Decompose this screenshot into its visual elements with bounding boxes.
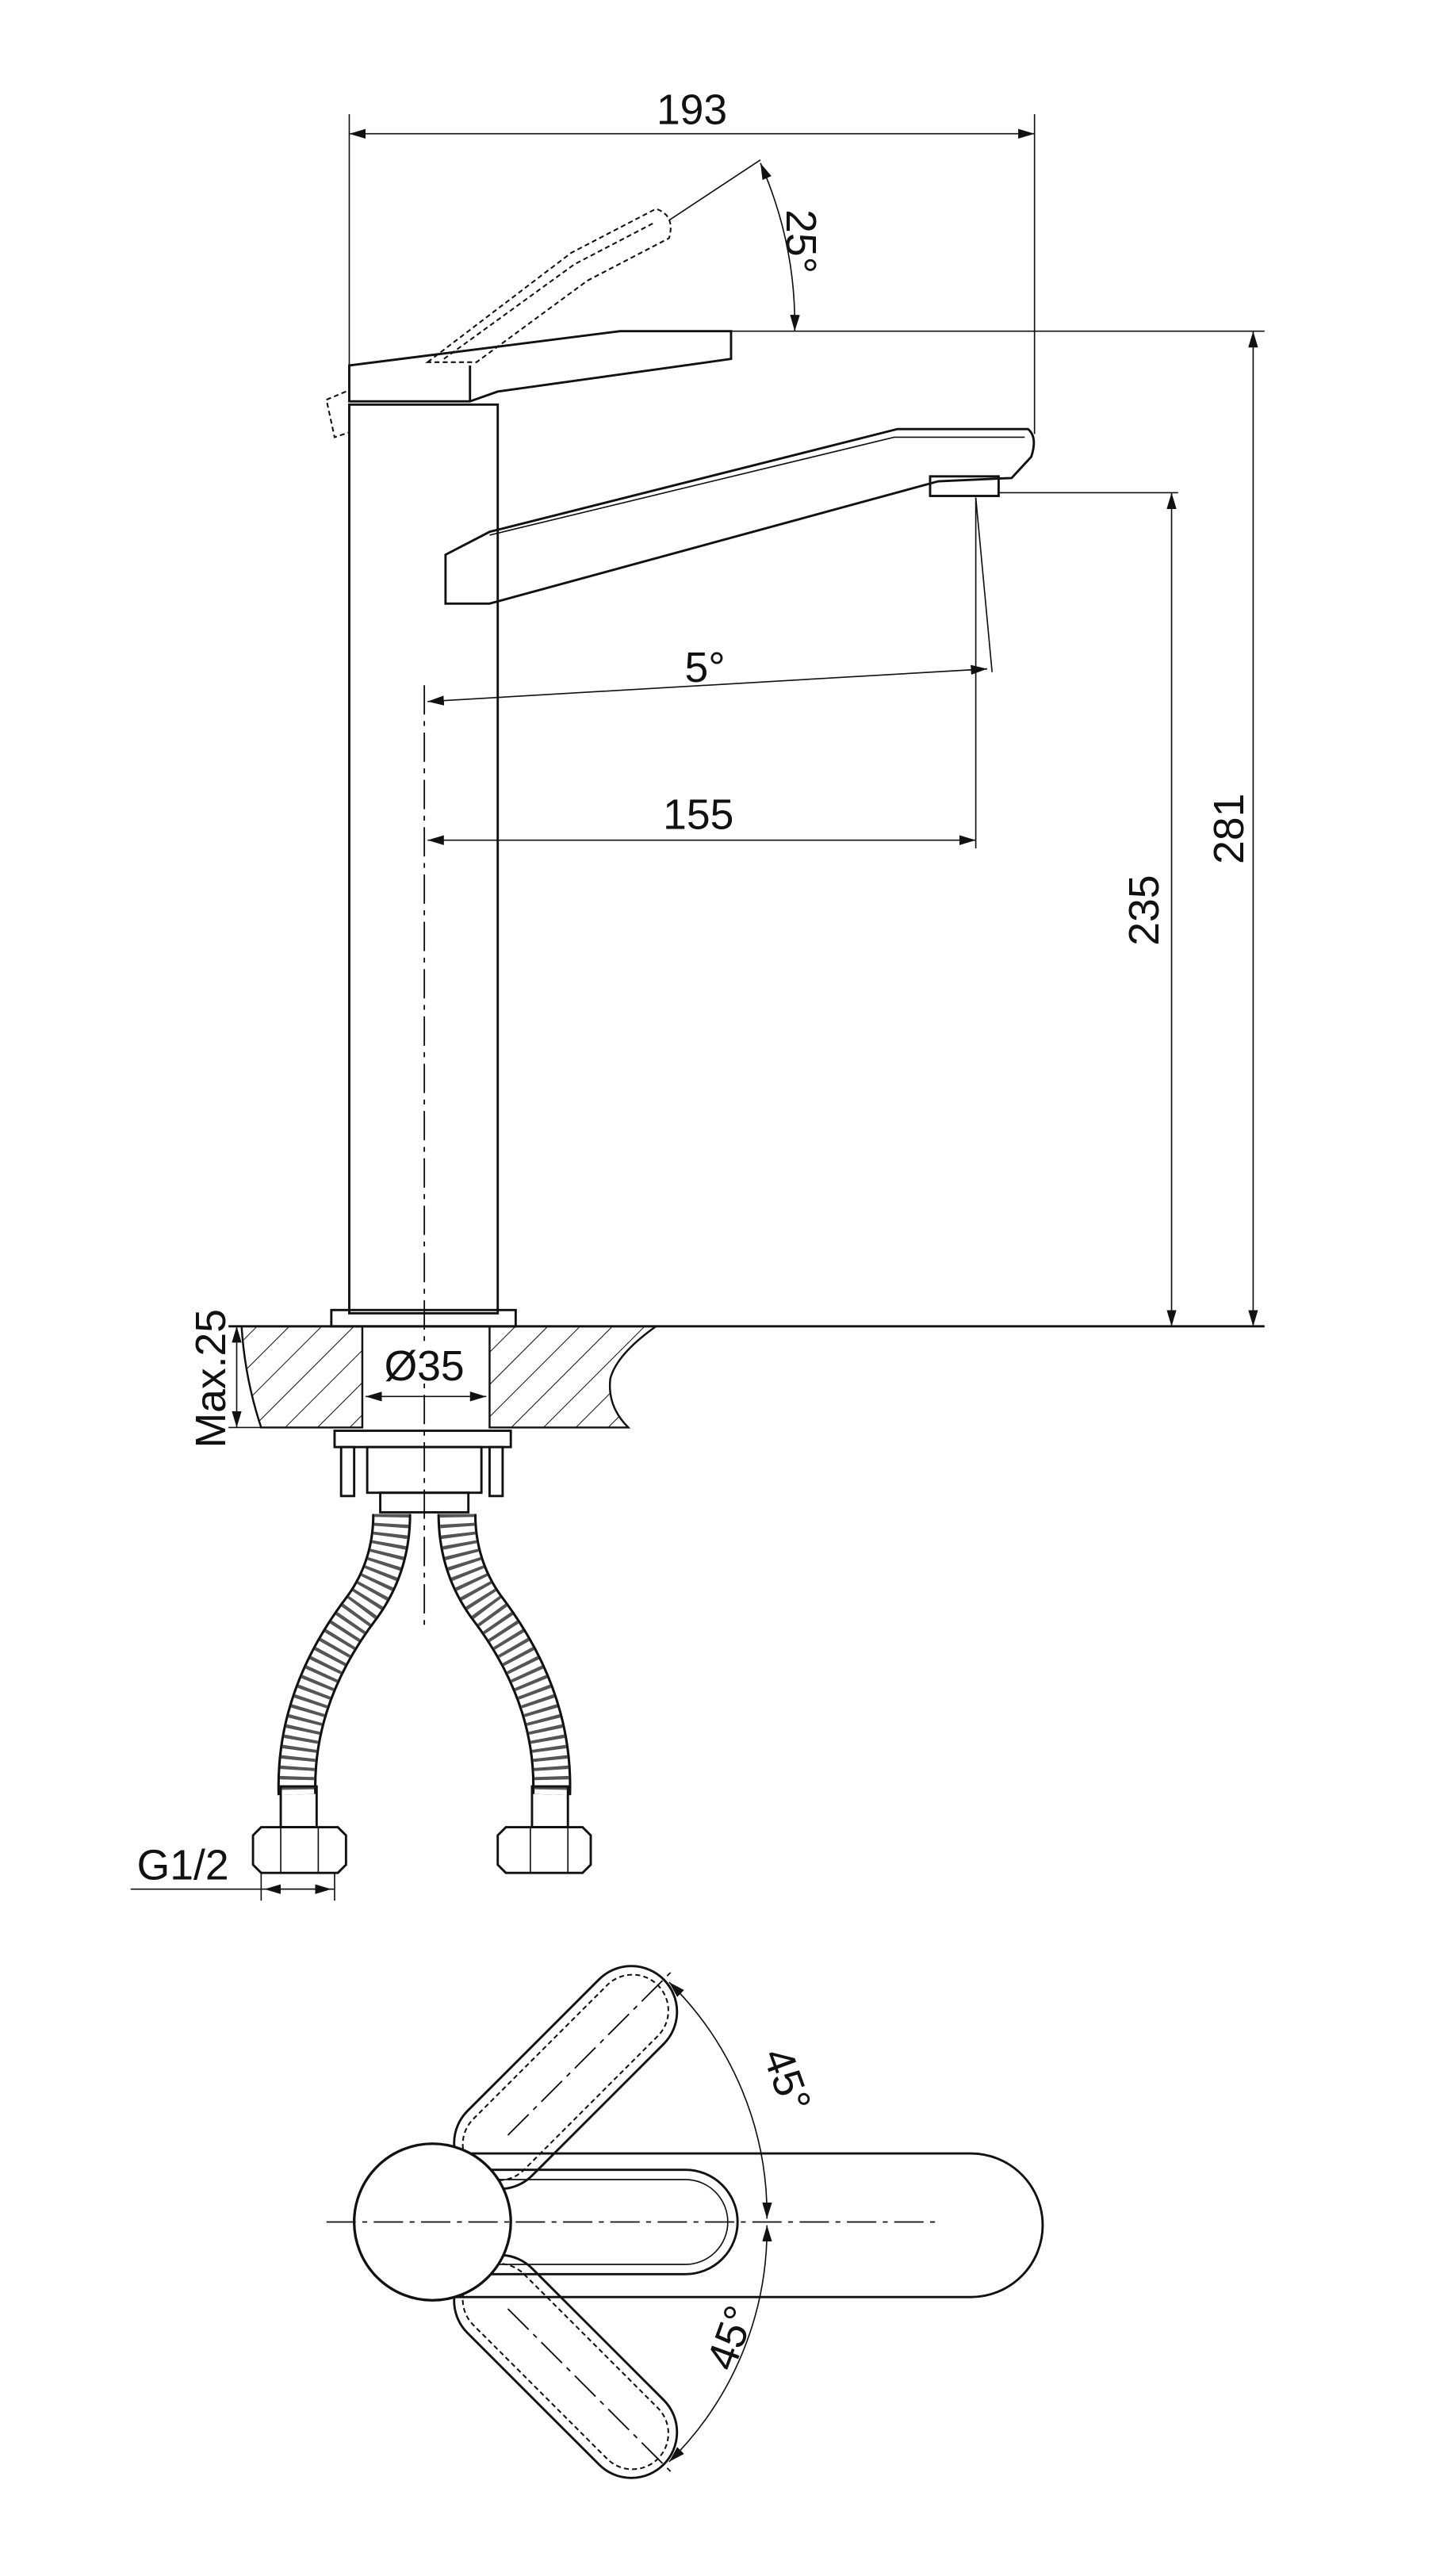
aerator [929, 475, 1000, 497]
faucet-body [348, 403, 500, 1315]
dim-spout-angle: 5° [684, 645, 725, 691]
connector-nut-left [251, 1826, 347, 1874]
spout-top-outline [432, 2152, 1044, 2298]
top-view: 45° 45° [326, 1965, 1044, 2479]
dim-rotation-left: 45° [753, 2042, 819, 2119]
base-flange [330, 1308, 517, 1328]
mounting-bolt-left [339, 1445, 356, 1498]
dim-spout-reach: 155 [663, 791, 733, 838]
dim-hole-diameter: Ø35 [385, 1343, 465, 1390]
connector-nut-right [496, 1826, 592, 1874]
dim-spout-height: 235 [1121, 875, 1168, 946]
countertop-section-left [240, 1325, 364, 1429]
side-view: 193 25° 5° 155 235 28 [130, 86, 1265, 1901]
mounting-bolt-right [488, 1445, 504, 1498]
spout [444, 427, 1036, 605]
lever [348, 330, 733, 403]
dim-connection-thread: G1/2 [137, 1842, 229, 1889]
dim-lever-angle: 25° [777, 209, 824, 274]
dim-overall-width: 193 [657, 86, 727, 133]
mounting-washer [333, 1430, 512, 1449]
dim-max-counter-thickness: Max.25 [188, 1309, 235, 1448]
dim-overall-height: 281 [1206, 794, 1253, 864]
lever-raised-outline [425, 208, 672, 363]
countertop-section-right [488, 1325, 660, 1429]
dim-rotation-right: 45° [698, 2300, 764, 2376]
